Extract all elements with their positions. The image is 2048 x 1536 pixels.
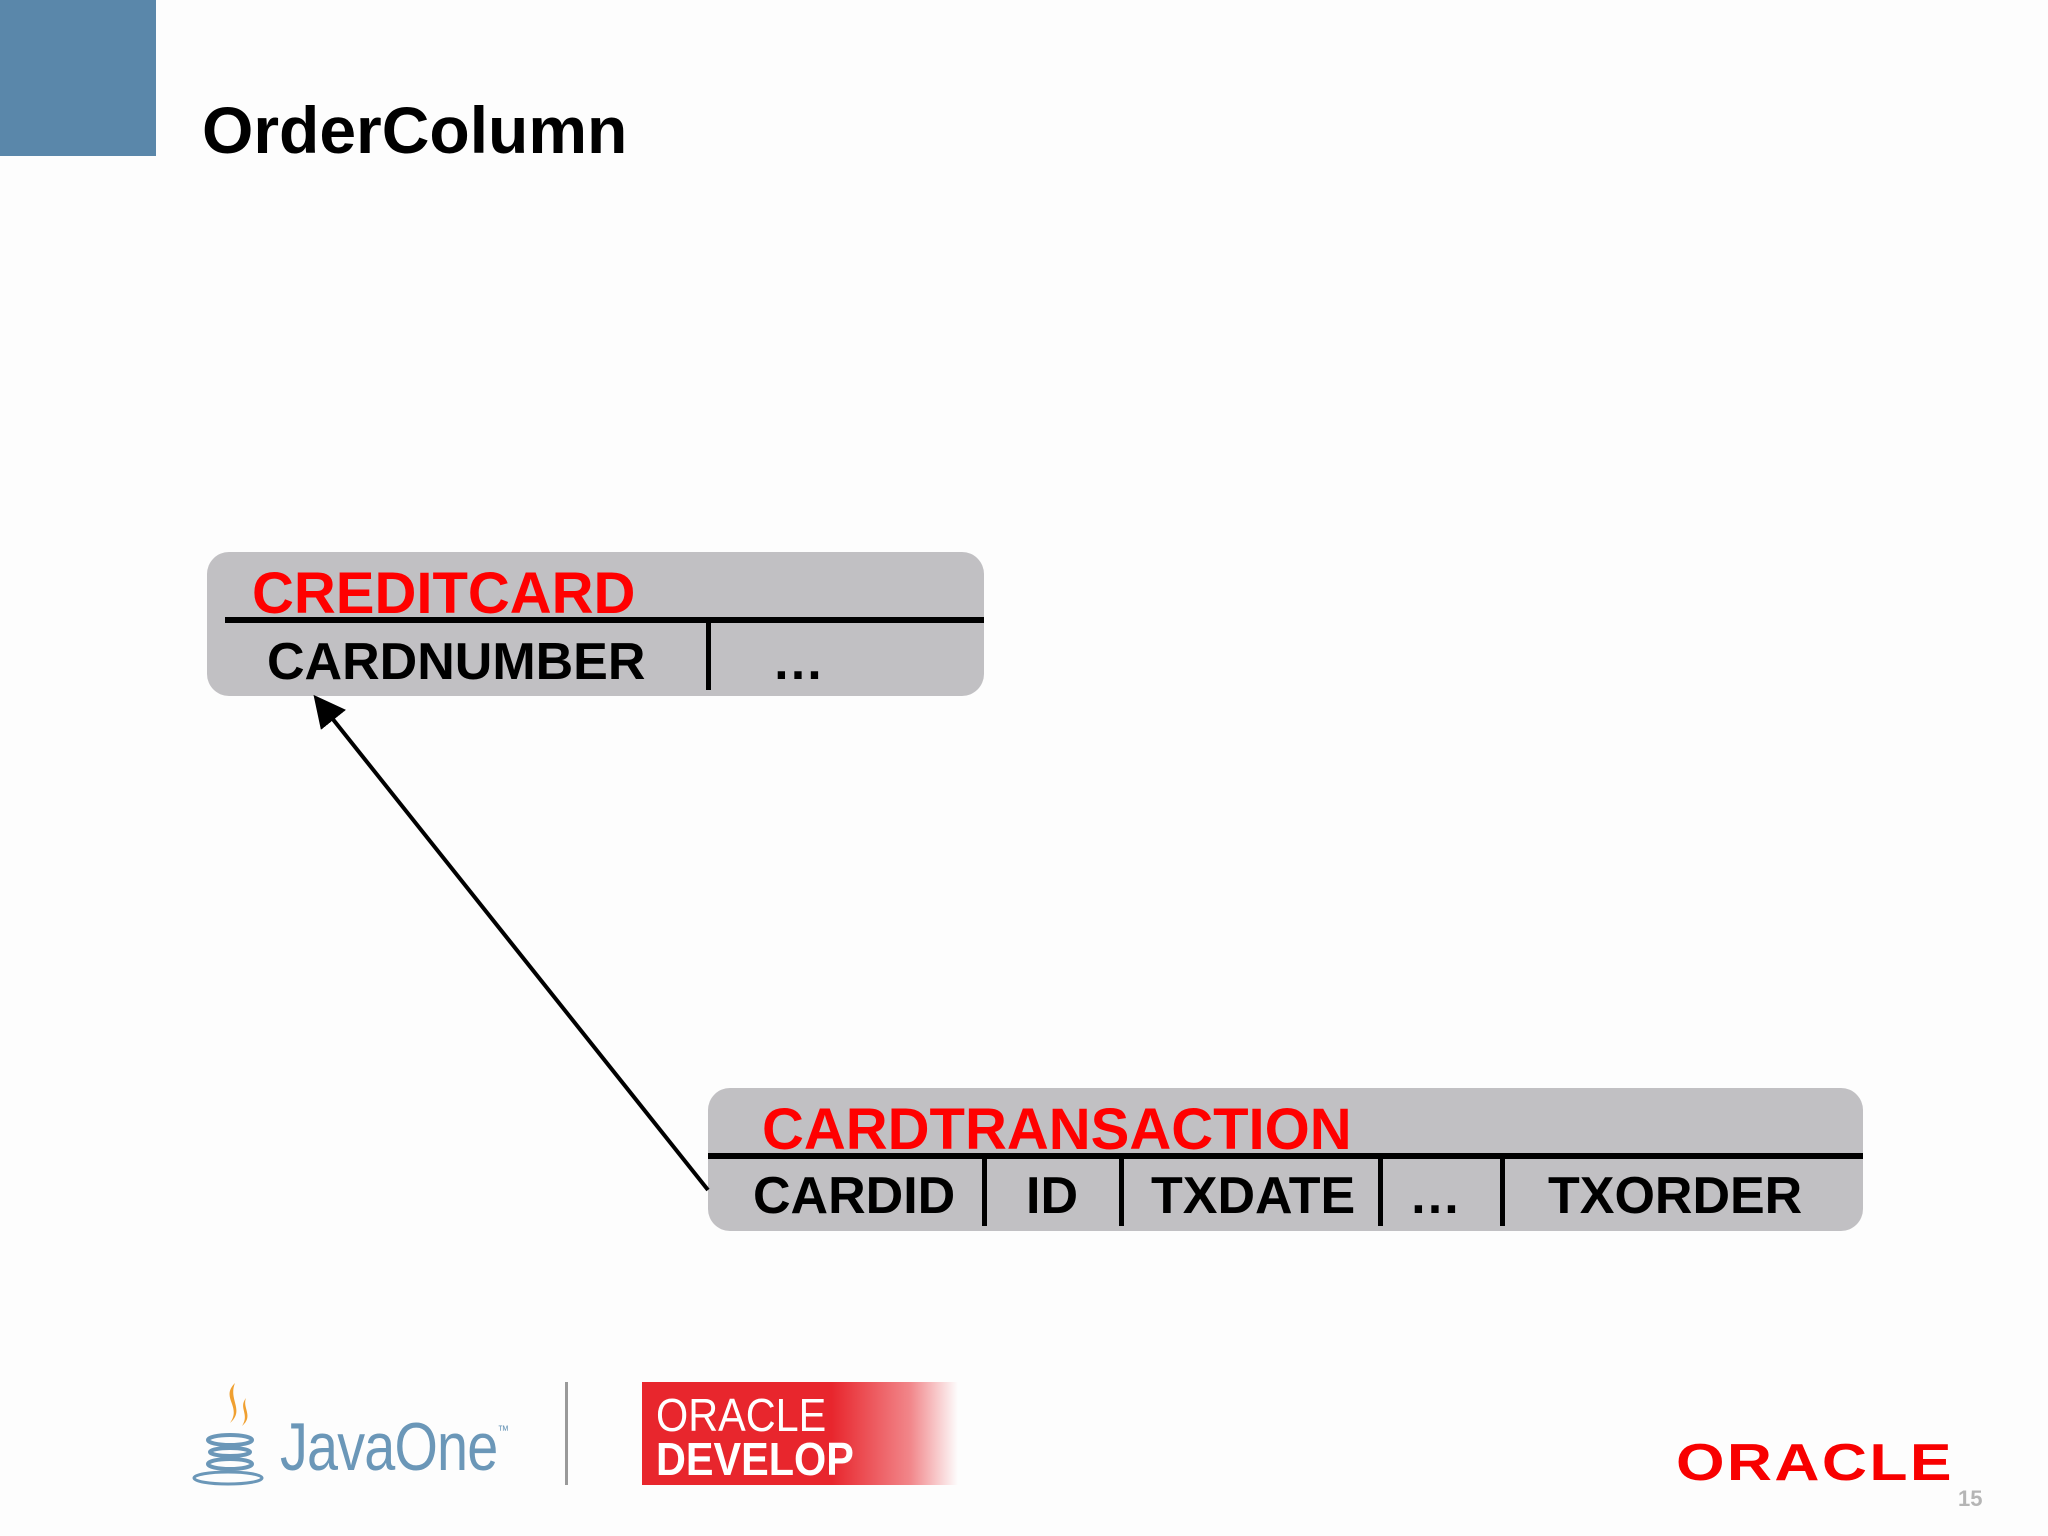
column-txorder: TXORDER xyxy=(1548,1167,1803,1225)
table-name-cardtransaction: CARDTRANSACTION xyxy=(762,1097,1352,1162)
foreign-key-arrow xyxy=(313,694,710,1192)
table-header-divider xyxy=(708,1153,1863,1159)
column-ellipsis: … xyxy=(1409,1167,1461,1225)
oracle-develop-logo: ORACLE DEVELOP xyxy=(642,1382,958,1485)
column-divider xyxy=(1378,1158,1383,1226)
column-txdate: TXDATE xyxy=(1151,1167,1356,1225)
javaone-logo-text: JavaOne xyxy=(280,1409,498,1485)
table-header-divider xyxy=(225,617,984,623)
slide-title: OrderColumn xyxy=(202,93,628,167)
column-divider xyxy=(982,1158,987,1226)
column-divider xyxy=(706,623,711,690)
develop-logo-line-2: DEVELOP xyxy=(656,1433,854,1485)
page-number: 15 xyxy=(1958,1486,1983,1511)
logo-separator xyxy=(565,1382,568,1485)
trademark-mark: ™ xyxy=(497,1422,509,1438)
oracle-logo: ORACLE xyxy=(1676,1434,1954,1492)
table-creditcard xyxy=(207,552,984,696)
column-id: ID xyxy=(1026,1167,1078,1225)
column-divider xyxy=(1500,1158,1505,1226)
javaone-logo: JavaOne™ xyxy=(280,1408,509,1486)
column-ellipsis: … xyxy=(772,633,824,691)
table-name-creditcard: CREDITCARD xyxy=(252,561,636,626)
column-cardid: CARDID xyxy=(753,1167,956,1225)
table-cardtransaction xyxy=(708,1088,1863,1231)
develop-logo-line-1: ORACLE xyxy=(656,1389,827,1441)
java-cup-icon xyxy=(192,1383,264,1486)
column-divider xyxy=(1119,1158,1124,1226)
column-cardnumber: CARDNUMBER xyxy=(267,633,646,691)
corner-accent-block xyxy=(0,0,156,156)
